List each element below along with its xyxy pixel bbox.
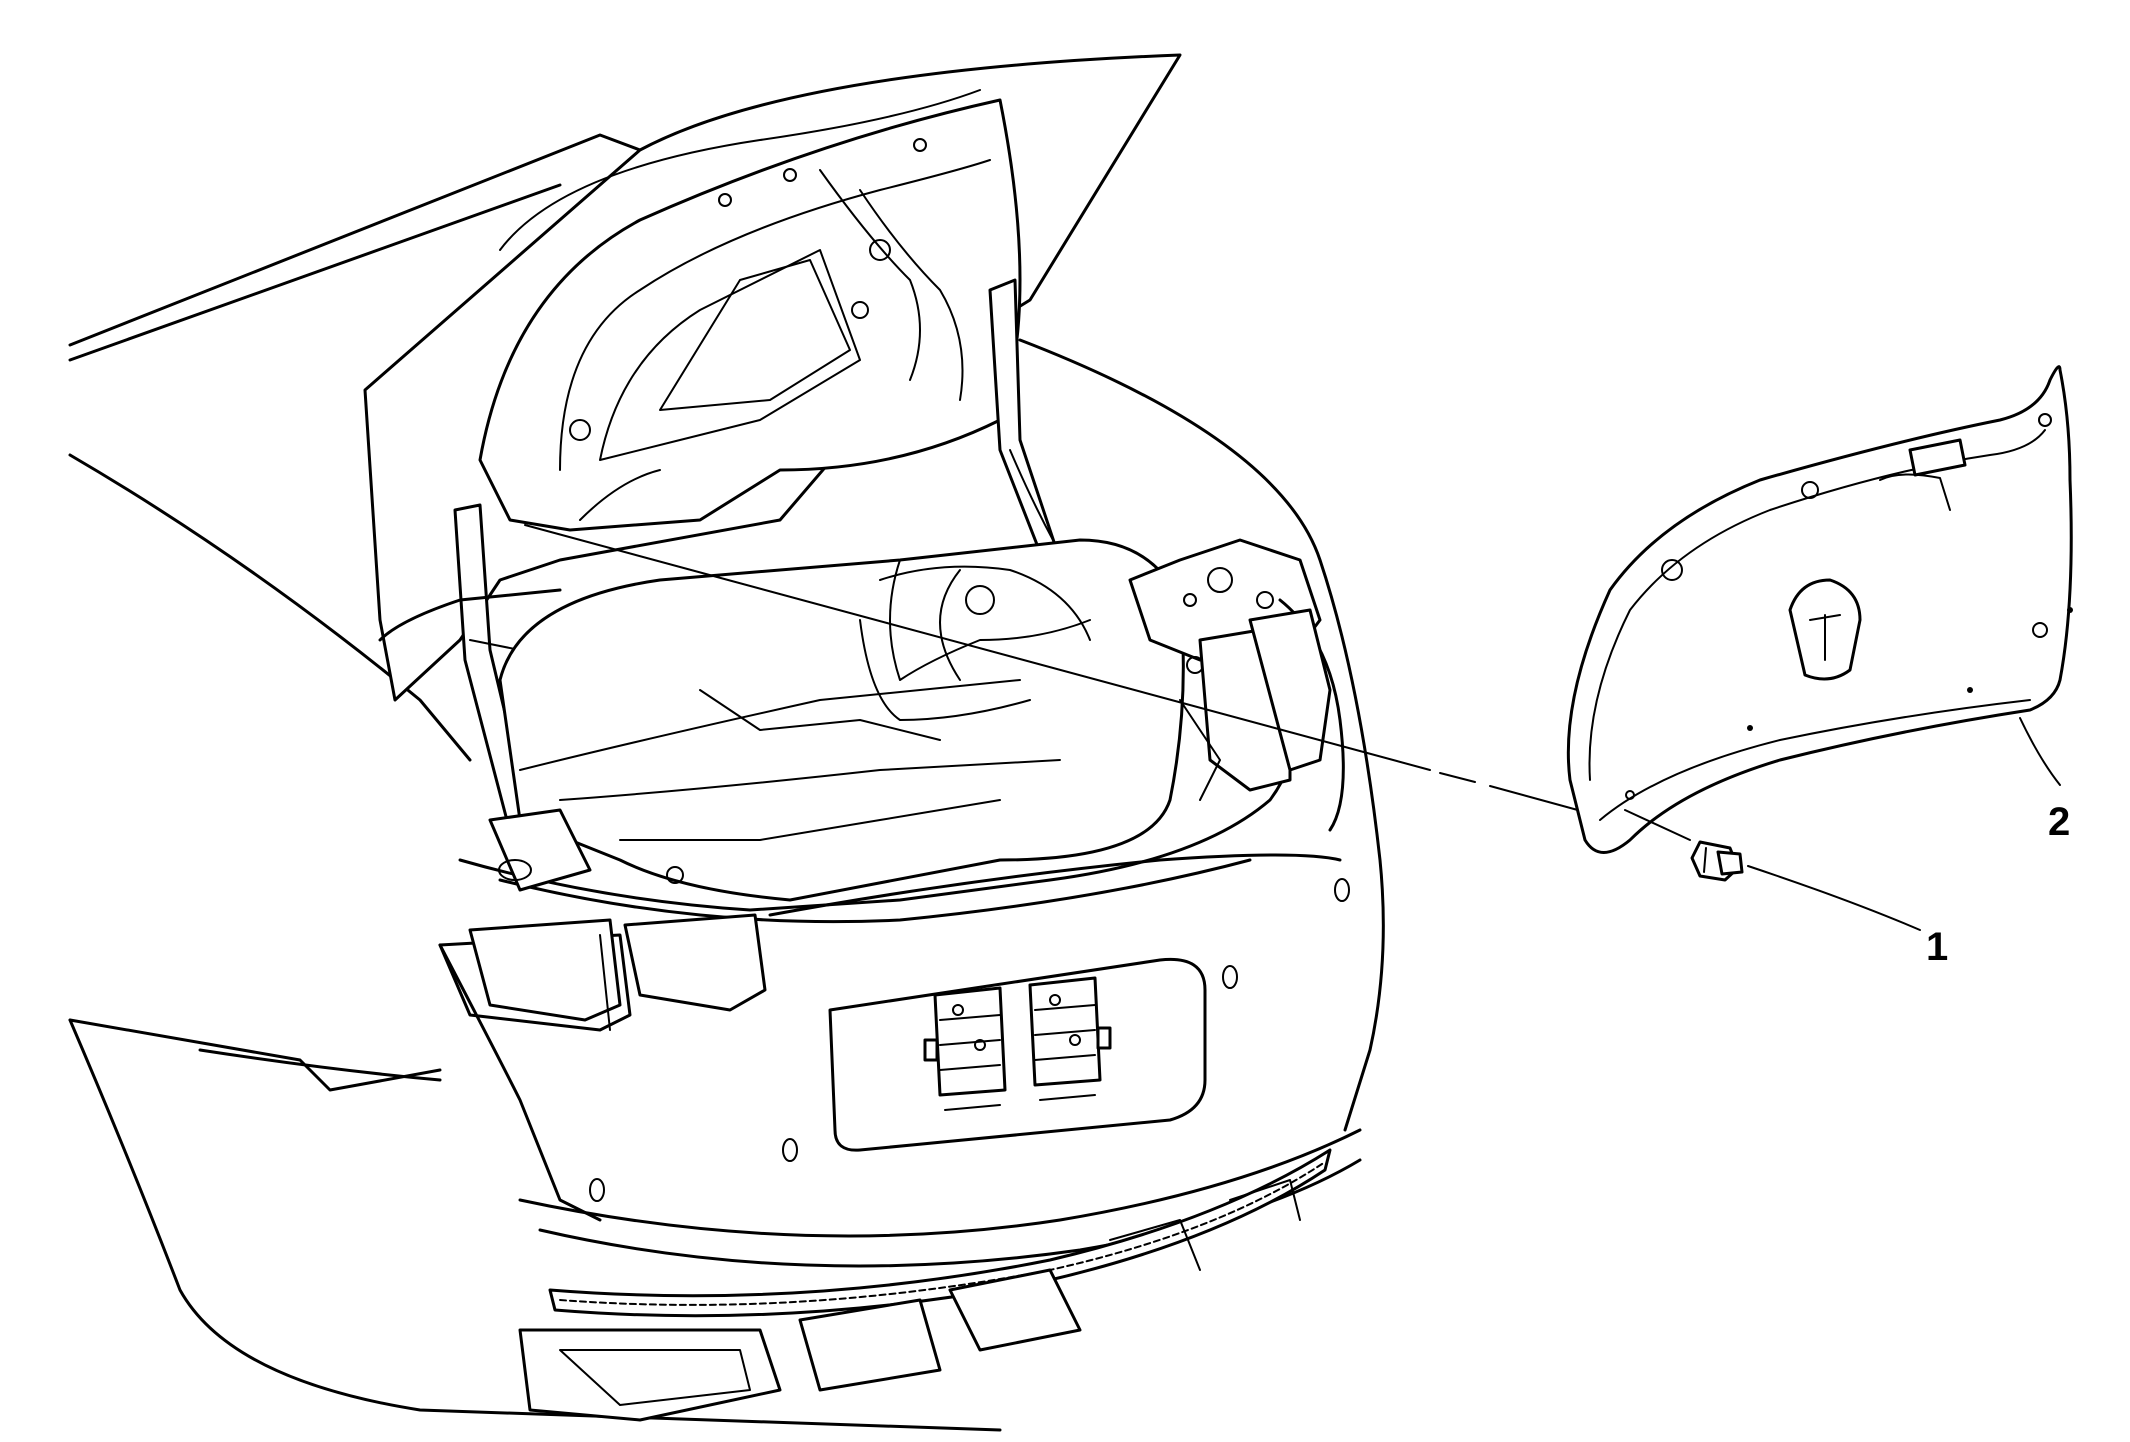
- callout-leaders: [1747, 717, 2061, 931]
- trim-panel: [1566, 365, 2073, 854]
- license-plate-pocket: [828, 957, 1207, 1152]
- fastener: [1624, 809, 1744, 882]
- tail-lamps: [438, 608, 1332, 1032]
- callout-2-leader: [2019, 717, 2061, 786]
- exploded-leader-line: [524, 524, 1586, 813]
- callout-1-label: 1: [1926, 925, 1948, 969]
- callout-1-leader: [1747, 865, 1921, 931]
- callout-2-label: 2: [2048, 800, 2070, 844]
- rear-bumper: [438, 853, 1362, 1422]
- car-body: [68, 133, 1385, 1432]
- trunk-cavity: [498, 538, 1322, 902]
- trunk-lid: [363, 53, 1182, 872]
